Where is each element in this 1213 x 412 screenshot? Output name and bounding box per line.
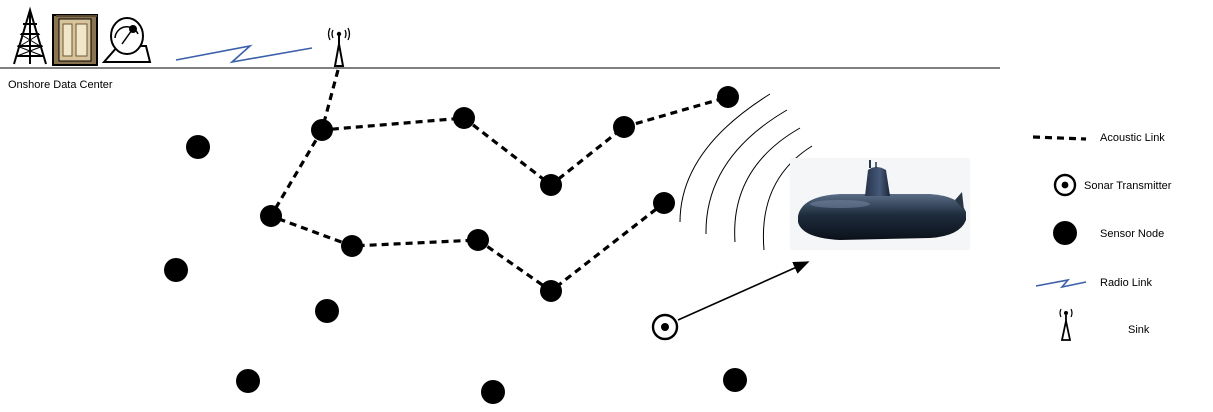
sensor-node <box>236 369 260 393</box>
sensor-node <box>186 135 210 159</box>
legend-radio-link-label: Radio Link <box>1100 277 1152 289</box>
sensor-node <box>613 116 635 138</box>
legend-sink: Sink <box>1060 309 1150 340</box>
sensor-node <box>341 235 363 257</box>
legend-sonar-transmitter: Sonar Transmitter <box>1055 175 1172 195</box>
sensor-node <box>653 192 675 214</box>
sensor-node <box>315 299 339 323</box>
sensor-nodes <box>164 86 747 404</box>
legend-sink-label: Sink <box>1128 324 1150 336</box>
sink-icon <box>329 28 350 66</box>
sink-icon <box>1060 309 1072 340</box>
sensor-node <box>467 229 489 251</box>
legend-radio-link: Radio Link <box>1036 277 1152 289</box>
legend-acoustic-link-label: Acoustic Link <box>1100 132 1165 144</box>
sensor-node <box>260 205 282 227</box>
radio-link <box>176 46 312 62</box>
satellite-dish-icon <box>104 18 150 62</box>
sensor-node <box>723 368 747 392</box>
radio-link-icon <box>1036 280 1086 287</box>
sonar-transmitter-icon <box>653 315 677 339</box>
sensor-node-icon <box>1053 221 1077 245</box>
legend-acoustic-link: Acoustic Link <box>1033 132 1165 144</box>
sensor-node <box>717 86 739 108</box>
sonar-arrow <box>678 262 808 320</box>
radio-tower-icon <box>14 10 46 64</box>
server-cabinet-icon <box>53 15 97 65</box>
sensor-node <box>311 119 333 141</box>
acoustic-links <box>271 70 728 291</box>
sensor-node <box>164 258 188 282</box>
legend: Acoustic Link Sonar Transmitter Sensor N… <box>1033 132 1172 340</box>
onshore-label: Onshore Data Center <box>8 79 113 91</box>
sensor-node <box>481 380 505 404</box>
acoustic-link-path-lower <box>271 130 664 291</box>
sensor-node <box>540 174 562 196</box>
submarine-image <box>790 158 970 250</box>
sensor-node <box>540 280 562 302</box>
legend-sonar-transmitter-label: Sonar Transmitter <box>1084 180 1172 192</box>
sensor-node <box>453 107 475 129</box>
legend-sensor-node: Sensor Node <box>1053 221 1164 245</box>
acoustic-link-path-upper <box>322 70 728 185</box>
legend-sensor-node-label: Sensor Node <box>1100 228 1164 240</box>
